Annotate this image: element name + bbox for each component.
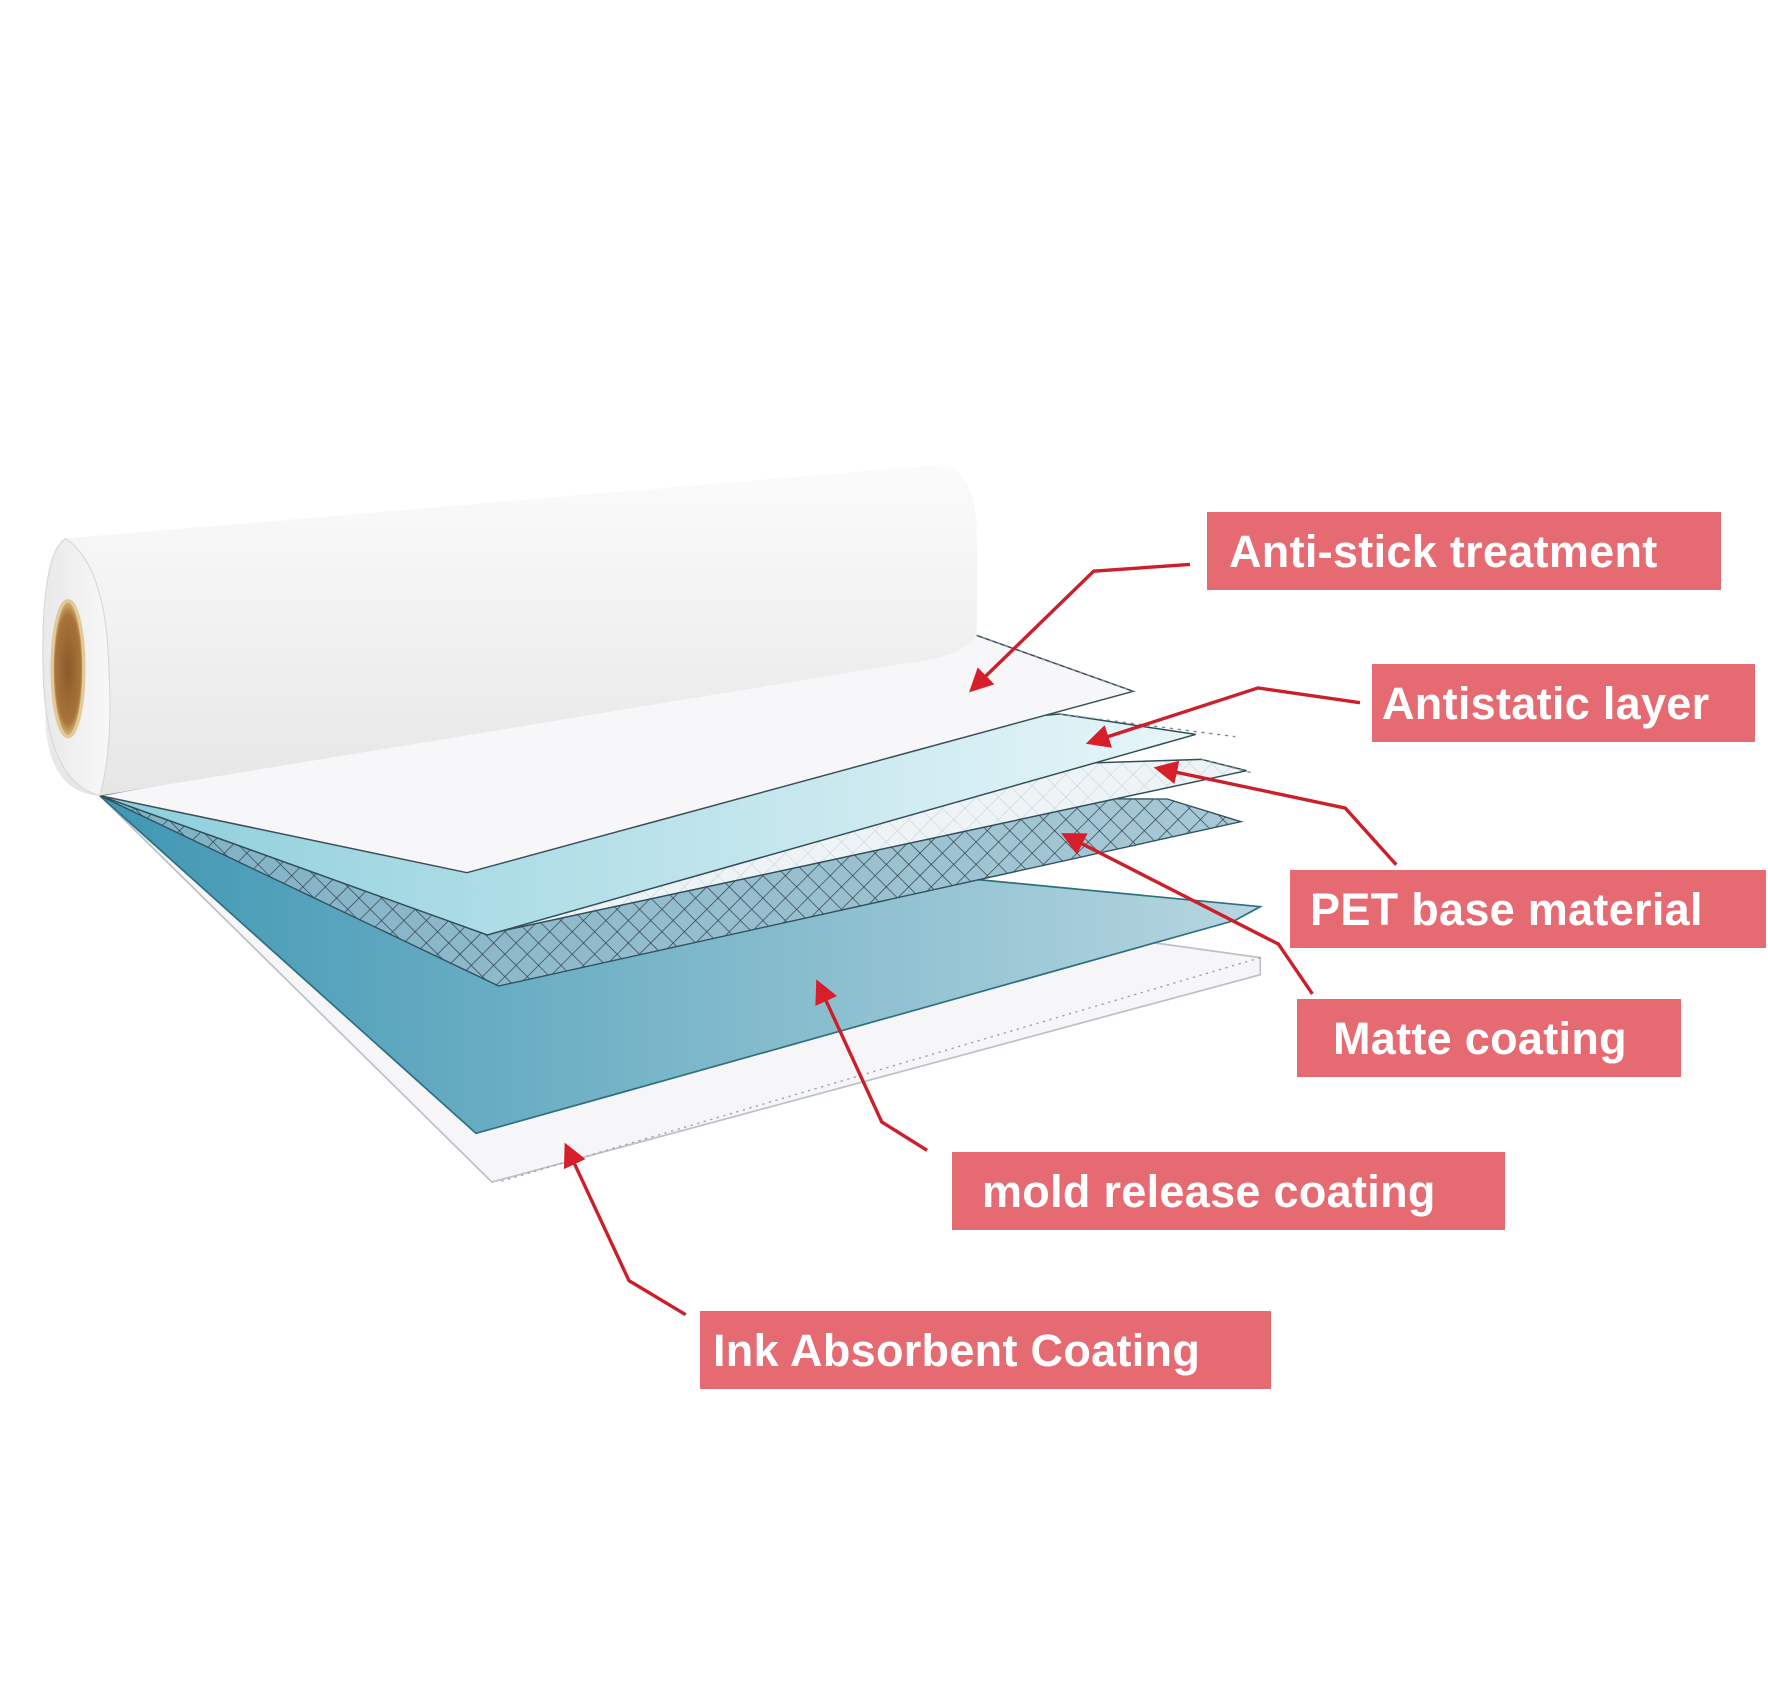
label-pet-base: PET base material [1290,870,1766,948]
roll-core [50,598,86,739]
label-antistatic: Antistatic layer [1372,664,1755,742]
label-matte: Matte coating [1297,999,1681,1077]
label-anti-stick: Anti-stick treatment [1207,512,1721,590]
arrow-mold-release [815,979,928,1152]
label-text: mold release coating [982,1165,1436,1217]
label-ink-absorbent: Ink Absorbent Coating [700,1311,1271,1389]
arrow-pet-base [1153,760,1398,866]
label-text: Anti-stick treatment [1229,525,1658,577]
arrow-matte [1061,833,1314,995]
label-text: Ink Absorbent Coating [713,1324,1201,1376]
label-text: Matte coating [1333,1012,1627,1064]
label-mold-release: mold release coating [952,1152,1505,1230]
label-text: Antistatic layer [1382,677,1710,729]
arrow-ink-absorbent [563,1142,687,1317]
label-text: PET base material [1310,883,1703,935]
roll-body [45,464,977,796]
arrow-anti-stick [968,562,1191,693]
arrow-antistatic [1085,686,1361,748]
